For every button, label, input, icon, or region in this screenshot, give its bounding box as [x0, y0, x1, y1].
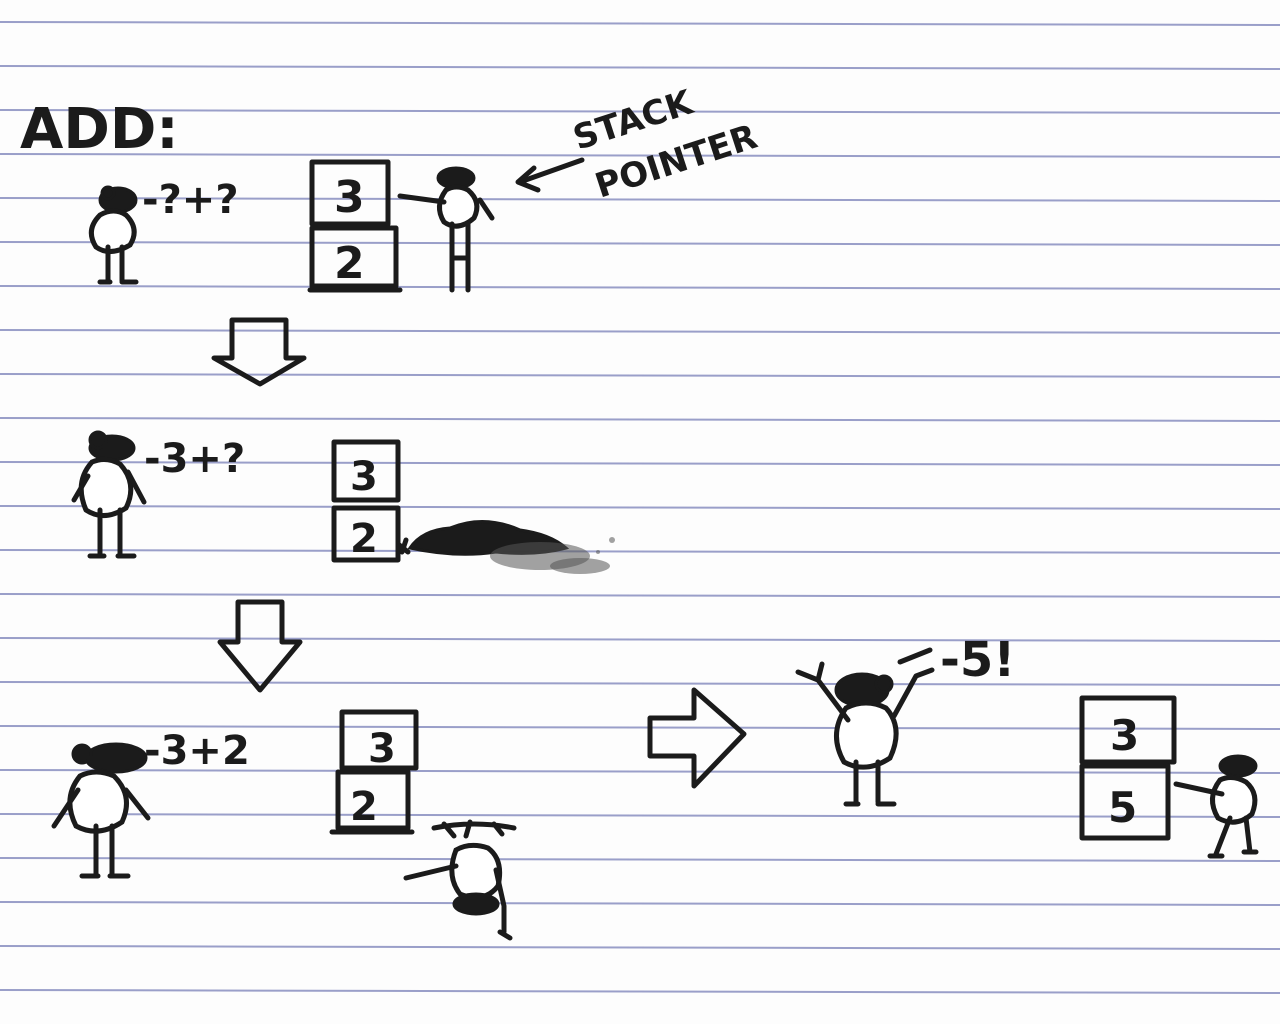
stack-pointer-figure-4 — [1173, 754, 1259, 859]
ruled-line — [0, 285, 1280, 290]
ruled-line — [0, 901, 1280, 906]
ruled-line — [0, 109, 1280, 114]
ruled-line — [0, 461, 1280, 466]
fallen-stack-pointer — [395, 519, 615, 574]
ruled-line — [0, 945, 1280, 950]
stack-top-value-3: 3 — [368, 726, 396, 772]
frame-2: -3+? 3 2 — [71, 430, 615, 574]
ruled-line — [0, 549, 1280, 554]
ruled-line — [0, 989, 1280, 994]
frame-3: -3+2 3 2 — [51, 709, 517, 941]
stack-bottom-value-2: 2 — [350, 516, 378, 562]
ruled-line — [0, 593, 1280, 598]
stack-frame-2: 3 2 — [331, 439, 401, 563]
ruled-line — [0, 417, 1280, 422]
ruled-line — [0, 65, 1280, 70]
down-arrow-icon — [211, 317, 307, 387]
ruled-line — [0, 197, 1280, 202]
ruled-lines — [0, 21, 1280, 994]
stack-top-value-4: 3 — [1110, 711, 1139, 760]
upside-down-stack-pointer — [403, 819, 517, 941]
ruled-line — [0, 681, 1280, 686]
stack-frame-1: 3 2 — [307, 159, 403, 293]
down-arrow-icon — [217, 599, 303, 693]
stack-pointer-figure-1 — [397, 166, 495, 293]
operator-figure-3 — [51, 742, 151, 879]
stack-bottom-value-1: 2 — [334, 238, 365, 289]
speech-frame-3: -3+2 — [144, 728, 250, 774]
stack-bottom-value-3: 2 — [350, 784, 378, 830]
ruled-line — [0, 373, 1280, 378]
stack-top-value-2: 3 — [350, 454, 378, 500]
ruled-line — [0, 725, 1280, 730]
diagram-title: ADD: — [20, 97, 179, 162]
stack-frame-3: 3 2 — [329, 709, 419, 835]
ruled-line — [0, 329, 1280, 334]
frame-4: -5! 3 5 — [795, 632, 1259, 859]
ruled-line — [0, 505, 1280, 510]
ruled-line — [0, 857, 1280, 862]
frame-1: -?+? 3 2 STACK POINTER — [88, 82, 762, 293]
ruled-line — [0, 769, 1280, 774]
right-arrow-icon — [647, 687, 747, 789]
stack-pointer-arrow-icon — [515, 157, 585, 193]
stack-frame-4: 3 5 — [1079, 695, 1177, 841]
speech-frame-2: -3+? — [144, 436, 245, 482]
stack-top-value-1: 3 — [334, 172, 365, 223]
operator-figure-1 — [88, 185, 139, 285]
stack-bottom-value-4: 5 — [1108, 783, 1137, 832]
stack-pointer-label: STACK POINTER — [568, 82, 762, 206]
cheering-operator-figure — [795, 661, 935, 807]
ruled-line — [0, 21, 1280, 26]
operator-figure-2 — [71, 430, 147, 559]
ruled-line — [0, 813, 1280, 818]
speech-line-frame-4 — [897, 647, 933, 665]
ruled-line — [0, 153, 1280, 158]
speech-frame-1: -?+? — [142, 177, 239, 223]
ruled-line — [0, 241, 1280, 246]
speech-frame-4: -5! — [940, 632, 1015, 688]
ruled-line — [0, 637, 1280, 642]
